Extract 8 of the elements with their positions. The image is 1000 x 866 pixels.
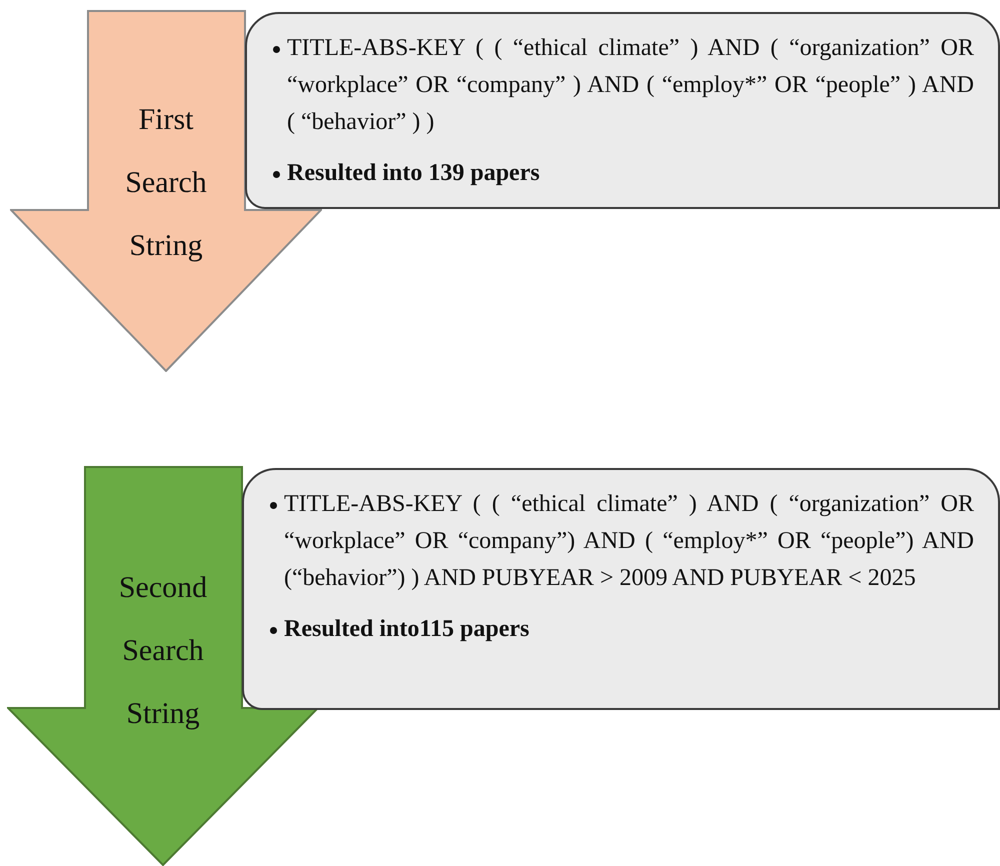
text-box (242, 468, 1000, 710)
arrow-label: Second Search String (118, 571, 208, 730)
result-text: Resulted into 139 papers (287, 159, 541, 188)
search-query-text: TITLE-ABS-KEY ( ( “ethical climate” ) AND ( “organization” OR “workplace” OR “company”) AND ( “employ*” OR “people”) AND (“behavior”) ) AND PUBYEAR > 2009 AND PUBYEAR < 2025 (284, 490, 974, 593)
search-query-text: TITLE-ABS-KEY ( ( “ethical climate” ) AND ( “organization” OR “workplace” OR “company” ) AND ( “employ*” OR “people” ) AND ( “behavior” ) ) (287, 34, 974, 137)
result-text: Resulted into115 papers (284, 615, 530, 644)
text-box (245, 12, 1000, 209)
arrow-label: First Search String (125, 103, 207, 262)
